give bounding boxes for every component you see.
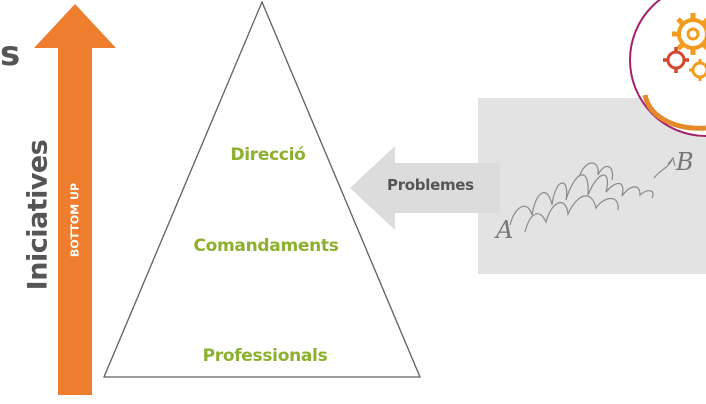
bottom-up-arrow — [34, 4, 116, 395]
pyramid-triangle — [103, 0, 421, 378]
problem-arrow — [350, 146, 500, 230]
level-direccio: Direcció — [230, 145, 306, 165]
problemes-label: Problemes — [387, 176, 474, 194]
level-professionals: Professionals — [202, 346, 328, 366]
scribble-end-letter: B — [675, 148, 694, 176]
bottom-up-label: BOTTOM UP — [68, 182, 82, 258]
scribble-path — [509, 156, 676, 233]
level-comandaments: Comandaments — [193, 236, 339, 256]
iniciatives-label: Iniciatives — [22, 139, 54, 291]
cropped-title-fragment: s — [0, 34, 20, 74]
gears-icon — [629, 0, 706, 137]
scribble-start-letter: A — [494, 216, 513, 244]
